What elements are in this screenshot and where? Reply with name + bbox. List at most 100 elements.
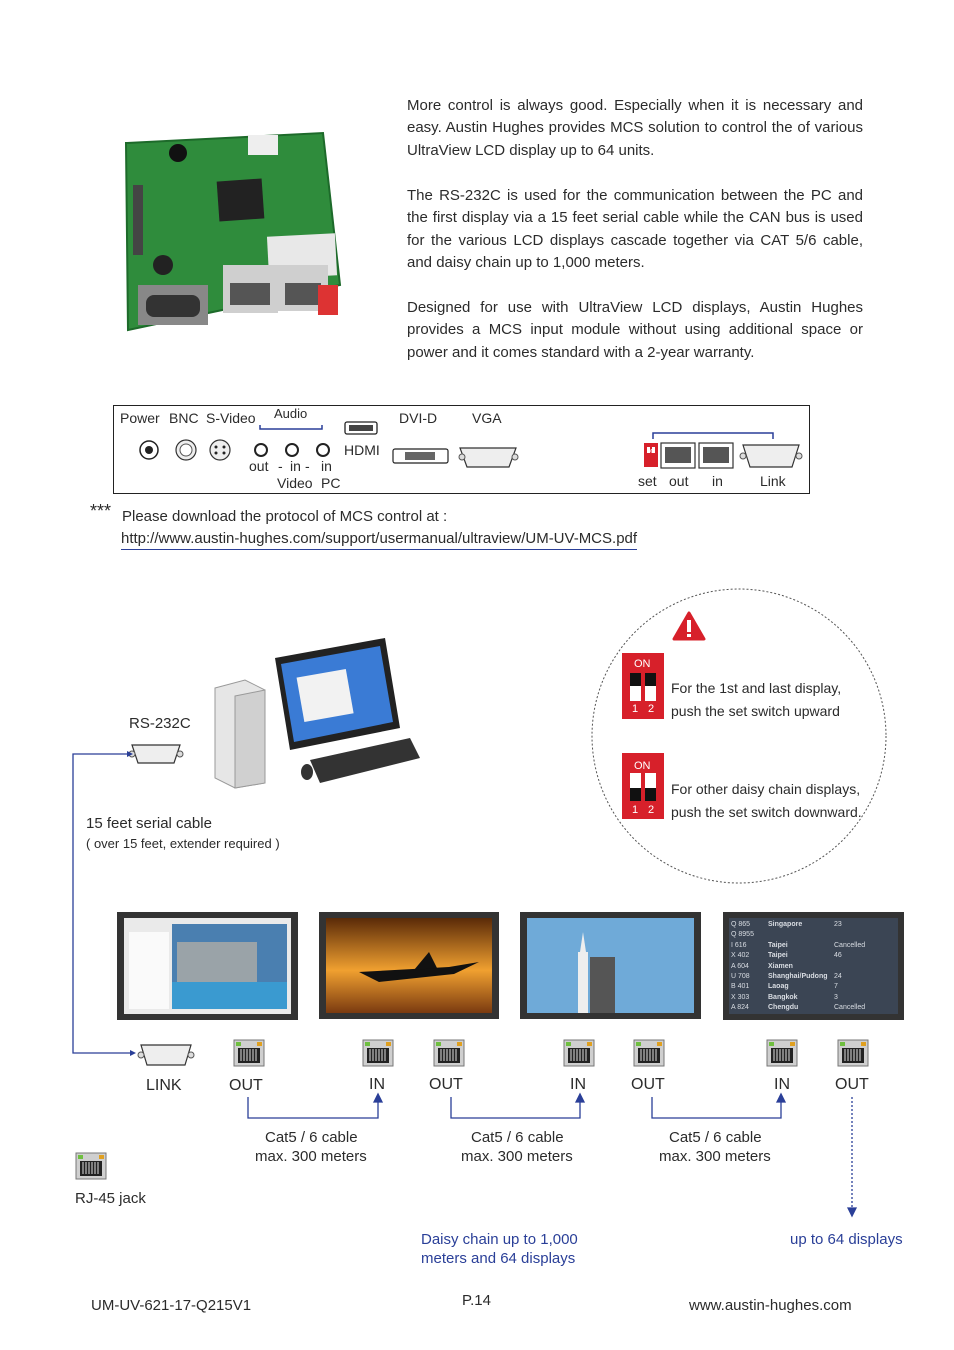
dip-down-num-1: 1 [632,804,639,816]
daisy-chain-note-1: Daisy chain up to 1,000 [421,1231,578,1248]
label-hdmi: HDMI [344,442,380,458]
mcs-link-db9-icon [739,444,803,468]
flight-city: Shanghai/Pudong [768,973,828,980]
rj45-legend-icon [75,1152,107,1180]
flight-time: 24 [834,973,842,980]
link-db9-port-icon [137,1044,195,1066]
cable-1-line1: Cat5 / 6 cable [265,1129,358,1146]
set-dip-switch-icon [644,443,658,467]
pc-illustration [214,638,420,789]
flight-city: Taipei [768,941,788,949]
flight-code: I 616 [731,941,747,949]
serial-cable-note: ( over 15 feet, extender required ) [86,836,280,851]
dip-up-num-1: 1 [632,703,639,715]
footer-website[interactable]: www.austin-hughes.com [689,1297,852,1314]
cable-3-line1: Cat5 / 6 cable [669,1129,762,1146]
dip-on-label: ON [647,449,655,455]
dip-down-on-label: ON [634,760,651,772]
label-pc: PC [321,475,341,491]
hdmi-connector-icon [344,421,378,435]
flight-row: A 604 Xiamen [731,963,896,973]
cable-3-line2: max. 300 meters [659,1148,771,1165]
flight-code: A 604 [731,962,749,970]
warning-callout-circle [591,588,887,884]
flight-city: Chengdu [768,1004,799,1012]
label-link: Link [760,473,786,489]
dip-up-num-2: 2 [648,703,655,715]
rear-panel-diagram: Power BNC S-Video Audio DVI-D VGA HDMI o… [113,405,810,494]
bnc-connector-icon [175,439,197,461]
port-label-link: LINK [146,1077,182,1094]
label-mcs-in: in [712,473,723,489]
flight-code: B 401 [731,983,750,991]
display-2 [319,912,499,1019]
port-label-out-3: OUT [631,1076,665,1093]
warning-text-2a: For other daisy chain displays, [671,781,861,797]
mouse-icon [301,764,313,780]
warning-text-2b: push the set switch downward. [671,804,862,820]
monitor-icon [275,638,400,750]
cable-2-line1: Cat5 / 6 cable [471,1129,564,1146]
label-svideo: S-Video [206,410,256,426]
audio-jack-icons [254,443,330,457]
footer-doc-code: UM-UV-621-17-Q215V1 [91,1297,252,1314]
keyboard-icon [310,738,420,783]
cable-1-line2: max. 300 meters [255,1148,367,1165]
label-power: Power [120,410,160,426]
flight-code: A 824 [731,1004,749,1012]
flight-city: Xiamen [768,962,793,970]
tower-icon [214,679,266,789]
flight-time: Cancelled [834,1004,866,1012]
footer-page-number: P.14 [462,1292,491,1309]
flight-code: X 402 [731,952,750,960]
label-audio-in-video: in [290,458,301,474]
serial-cable-label: 15 feet serial cable [86,815,212,832]
label-dvid: DVI-D [399,410,438,426]
label-vga: VGA [472,410,502,426]
svideo-connector-icon [209,439,231,461]
dip-up-on-label: ON [634,658,651,670]
label-bnc: BNC [169,410,199,426]
flight-city: Laoag [768,983,789,991]
label-audio: Audio [274,406,308,421]
port-label-out-1: OUT [229,1077,263,1094]
mcs-rj45-out-icon [660,442,696,469]
warning-text-1a: For the 1st and last display, [671,680,842,696]
rj45-port-icon [837,1039,869,1067]
flight-row: X 402 Taipei 46 [731,952,896,962]
flight-time: 23 [834,921,842,928]
mcs-board-photo [124,131,342,332]
flight-time: Cancelled [834,941,866,949]
flight-code: U 708 [731,973,750,980]
download-note: Please download the protocol of MCS cont… [122,508,448,525]
flight-row: A 824 Chengdu Cancelled [731,1004,896,1014]
port-label-in-2: IN [570,1076,586,1093]
display-3 [520,912,701,1019]
flight-row: Q 8955 [731,931,896,941]
intro-paragraph-3: Designed for use with UltraView LCD disp… [407,299,863,361]
rs232c-db9-icon [128,744,184,764]
label-set: set [638,473,657,489]
flight-code: Q 865 [731,921,751,928]
cable-2-line2: max. 300 meters [461,1148,573,1165]
flight-time: 3 [834,993,838,1001]
power-connector-icon [139,440,159,460]
rj45-port-icon [633,1039,665,1067]
label-audio-in-pc: in [321,458,332,474]
rj45-port-icon [233,1039,265,1067]
port-label-out-2: OUT [429,1076,463,1093]
flight-time: 46 [834,952,842,960]
rj45-port-icon [433,1039,465,1067]
display-1 [117,912,298,1020]
dip-switch-up-icon [622,653,664,719]
rj45-port-icon [766,1039,798,1067]
download-link[interactable]: http://www.austin-hughes.com/support/use… [121,530,638,550]
dip-down-num-2: 2 [648,804,655,816]
warning-text-1b: push the set switch upward [671,703,840,719]
rear-panel-connectors [139,421,803,469]
flight-city: Taipei [768,952,788,960]
flight-code: Q 8955 [731,931,754,939]
